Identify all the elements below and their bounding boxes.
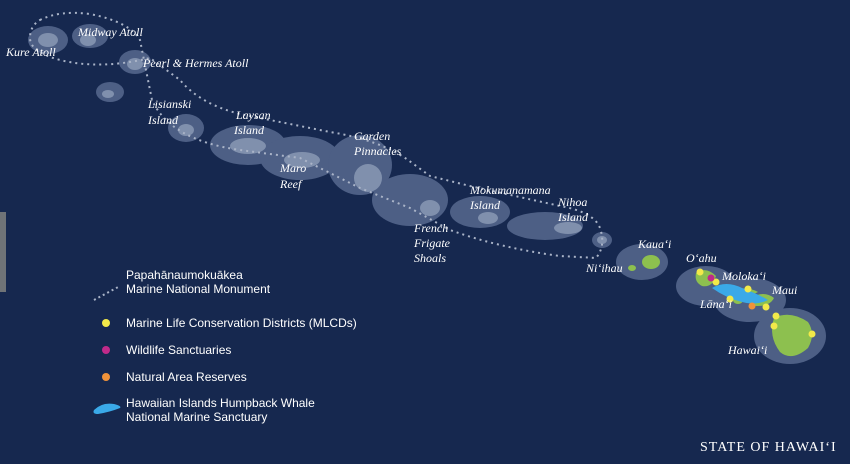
- bathymetry-inner: [38, 33, 607, 244]
- island-kauai: [642, 255, 660, 269]
- label-maui: Maui: [771, 283, 797, 297]
- map-credit: STATE OF HAWAI‘I: [700, 440, 837, 455]
- whale-sanctuary: [712, 284, 768, 304]
- label-hawaii: Hawai‘i: [727, 343, 767, 357]
- label-lisianski-line2: Island: [147, 113, 179, 127]
- legend-monument-line1: Papahānaumokuākea: [126, 268, 243, 282]
- label-french-line2: Frigate: [413, 236, 451, 250]
- label-nihoa-line1: Nihoa: [557, 195, 587, 209]
- label-maro-line1: Maro: [279, 161, 306, 175]
- yellow-dot-icon: [102, 319, 110, 327]
- legend-monument-line2: Marine National Monument: [126, 282, 271, 296]
- label-lisianski-line1: Lisianski: [147, 97, 191, 111]
- label-garden-line2: Pinnacles: [353, 144, 402, 158]
- whale-sanctuary-swatch-icon: [93, 403, 121, 414]
- label-kauai: Kaua‘i: [637, 237, 671, 251]
- island-niihau: [628, 265, 636, 271]
- dashed-line-icon: [93, 285, 121, 301]
- label-garden-line1: Garden: [354, 129, 390, 143]
- label-maro-line2: Reef: [279, 177, 303, 191]
- legend-whale-line1: Hawaiian Islands Humpback Whale: [126, 396, 315, 410]
- nar-markers: [748, 302, 756, 310]
- label-french-line3: Shoals: [414, 251, 446, 265]
- legend-whale-line2: National Marine Sanctuary: [126, 410, 268, 424]
- label-kure-atoll: Kure Atoll: [5, 45, 56, 59]
- label-laysan-line2: Island: [233, 123, 265, 137]
- monument-boundary: [28, 11, 604, 260]
- label-midway-atoll: Midway Atoll: [77, 25, 143, 39]
- island-hawaii: [772, 314, 812, 357]
- legend-mlcd-label: Marine Life Conservation Districts (MLCD…: [126, 316, 357, 330]
- label-laysan-line1: Laysan: [235, 108, 271, 122]
- magenta-dot-icon: [102, 346, 110, 354]
- label-lanai: Lāna‘i: [699, 297, 732, 311]
- label-oahu: O‘ahu: [686, 251, 717, 265]
- label-nihoa-line2: Island: [557, 210, 589, 224]
- window-edge: [0, 212, 6, 292]
- orange-dot-icon: [102, 373, 110, 381]
- mlcd-markers: [696, 268, 816, 338]
- label-mokumanamana-line2: Island: [469, 198, 501, 212]
- label-french-line1: French: [413, 221, 448, 235]
- label-molokai: Moloka‘i: [721, 269, 766, 283]
- label-pearl-hermes-atoll: Pearl & Hermes Atoll: [142, 56, 249, 70]
- legend-wildlife-label: Wildlife Sanctuaries: [126, 343, 232, 357]
- label-mokumanamana-line1: Mokumanamana: [469, 183, 551, 197]
- legend-nar-label: Natural Area Reserves: [126, 370, 247, 384]
- wildlife-markers: [707, 274, 715, 282]
- label-niihau: Ni‘ihau: [585, 261, 623, 275]
